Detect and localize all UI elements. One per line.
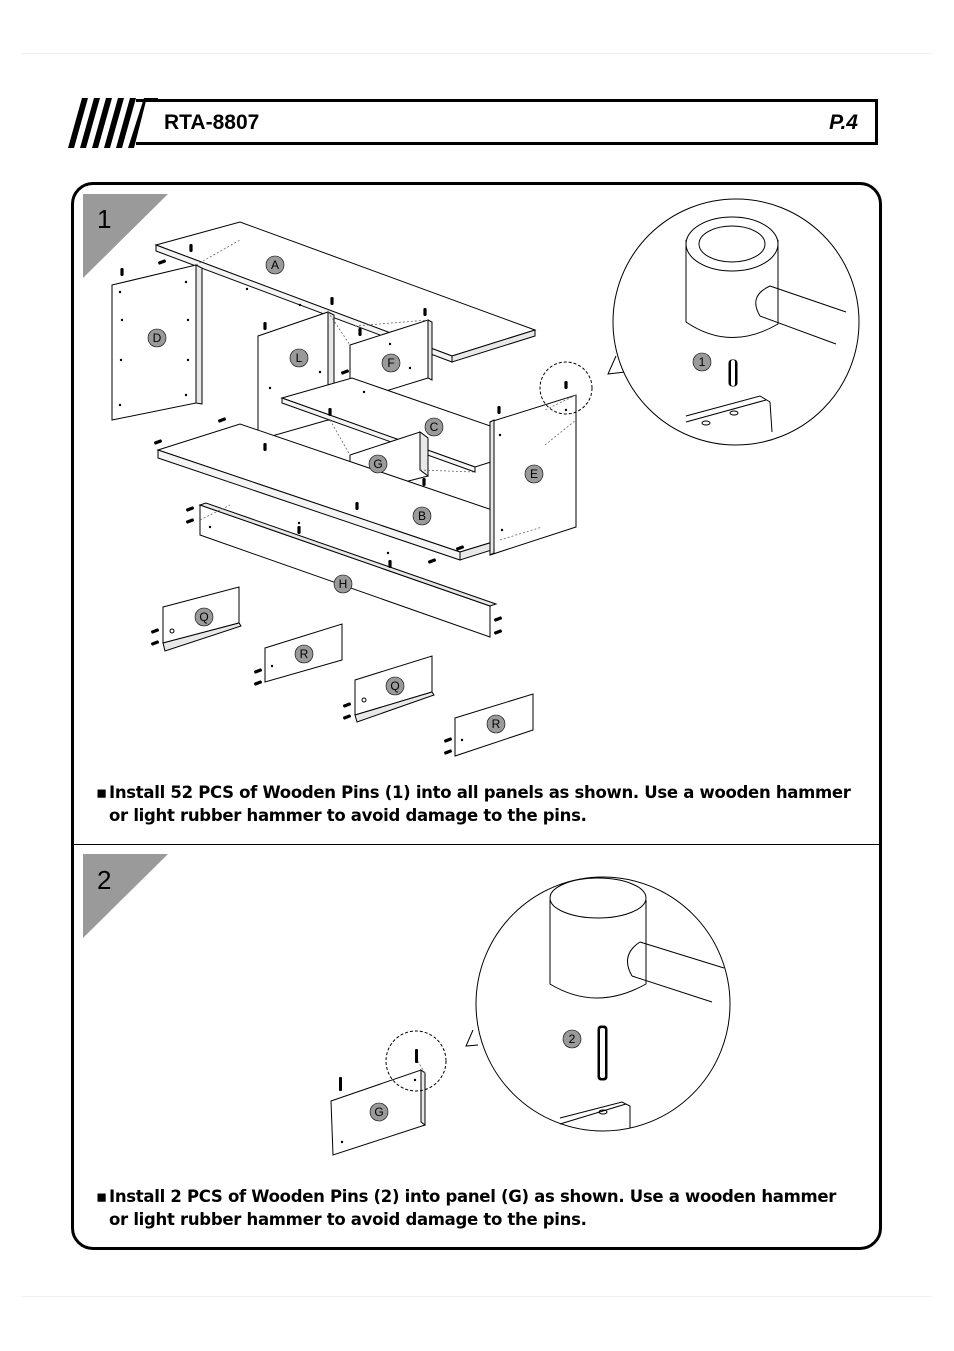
- header-stripes-graphic: [68, 98, 158, 148]
- label-r-2: R: [486, 714, 506, 734]
- label-q-2: Q: [385, 676, 405, 696]
- svg-text:H: H: [339, 577, 348, 591]
- svg-text:F: F: [387, 356, 394, 370]
- step-2-instruction-text: Install 2 PCS of Wooden Pins (2) into pa…: [109, 1187, 837, 1229]
- svg-text:Q: Q: [390, 679, 399, 693]
- svg-text:E: E: [530, 467, 538, 481]
- bottom-rule: [22, 1296, 932, 1297]
- step-1-instruction: ▪ Install 52 PCS of Wooden Pins (1) into…: [96, 781, 856, 827]
- steps-frame: [71, 182, 882, 1250]
- label-e: E: [524, 464, 544, 484]
- step-1-number: 1: [97, 204, 112, 234]
- label-r-1: R: [294, 644, 314, 664]
- top-rule: [22, 53, 932, 54]
- step-divider: [73, 844, 880, 845]
- svg-text:G: G: [374, 1105, 383, 1119]
- step-1-instruction-text: Install 52 PCS of Wooden Pins (1) into a…: [109, 783, 851, 825]
- label-h: H: [333, 574, 353, 594]
- page-number: P.4: [829, 111, 858, 134]
- pin-2-label: 2: [562, 1029, 582, 1049]
- label-d: D: [147, 328, 167, 348]
- header-box: [136, 99, 878, 145]
- svg-text:G: G: [373, 457, 382, 471]
- pins-step2: [339, 1049, 418, 1091]
- label-b: B: [412, 506, 432, 526]
- pin-1-label: 1: [692, 352, 712, 372]
- label-g-step2: G: [369, 1102, 389, 1122]
- model-number: RTA-8807: [164, 111, 260, 134]
- panel-l-illustration: [257, 311, 335, 441]
- label-c: C: [424, 417, 444, 437]
- bullet-icon: ▪: [96, 1187, 107, 1206]
- step-2-instruction: ▪ Install 2 PCS of Wooden Pins (2) into …: [96, 1185, 856, 1231]
- svg-text:R: R: [492, 717, 501, 731]
- part-labels: A D L F C G E B H Q R Q R G: [147, 255, 544, 1122]
- label-q-1: Q: [194, 607, 214, 627]
- panel-a-illustration: [154, 221, 537, 363]
- svg-text:C: C: [430, 420, 439, 434]
- svg-text:Q: Q: [199, 610, 208, 624]
- step1-zoom-callout: [539, 198, 860, 446]
- step-2-number: 2: [97, 865, 112, 895]
- svg-text:L: L: [296, 351, 303, 365]
- label-a: A: [265, 255, 285, 275]
- svg-text:A: A: [271, 258, 279, 272]
- svg-text:B: B: [418, 509, 426, 523]
- svg-text:D: D: [153, 331, 162, 345]
- step2-zoom-callout: [385, 876, 731, 1132]
- svg-text:1: 1: [699, 355, 706, 369]
- svg-text:2: 2: [569, 1032, 576, 1046]
- step-1-badge: [83, 194, 168, 278]
- panel-h-illustration: [198, 502, 498, 638]
- label-f: F: [381, 353, 401, 373]
- svg-text:R: R: [300, 647, 309, 661]
- step-2-badge: [83, 854, 168, 938]
- label-l: L: [289, 348, 309, 368]
- bullet-icon: ▪: [96, 783, 107, 802]
- label-g: G: [368, 454, 388, 474]
